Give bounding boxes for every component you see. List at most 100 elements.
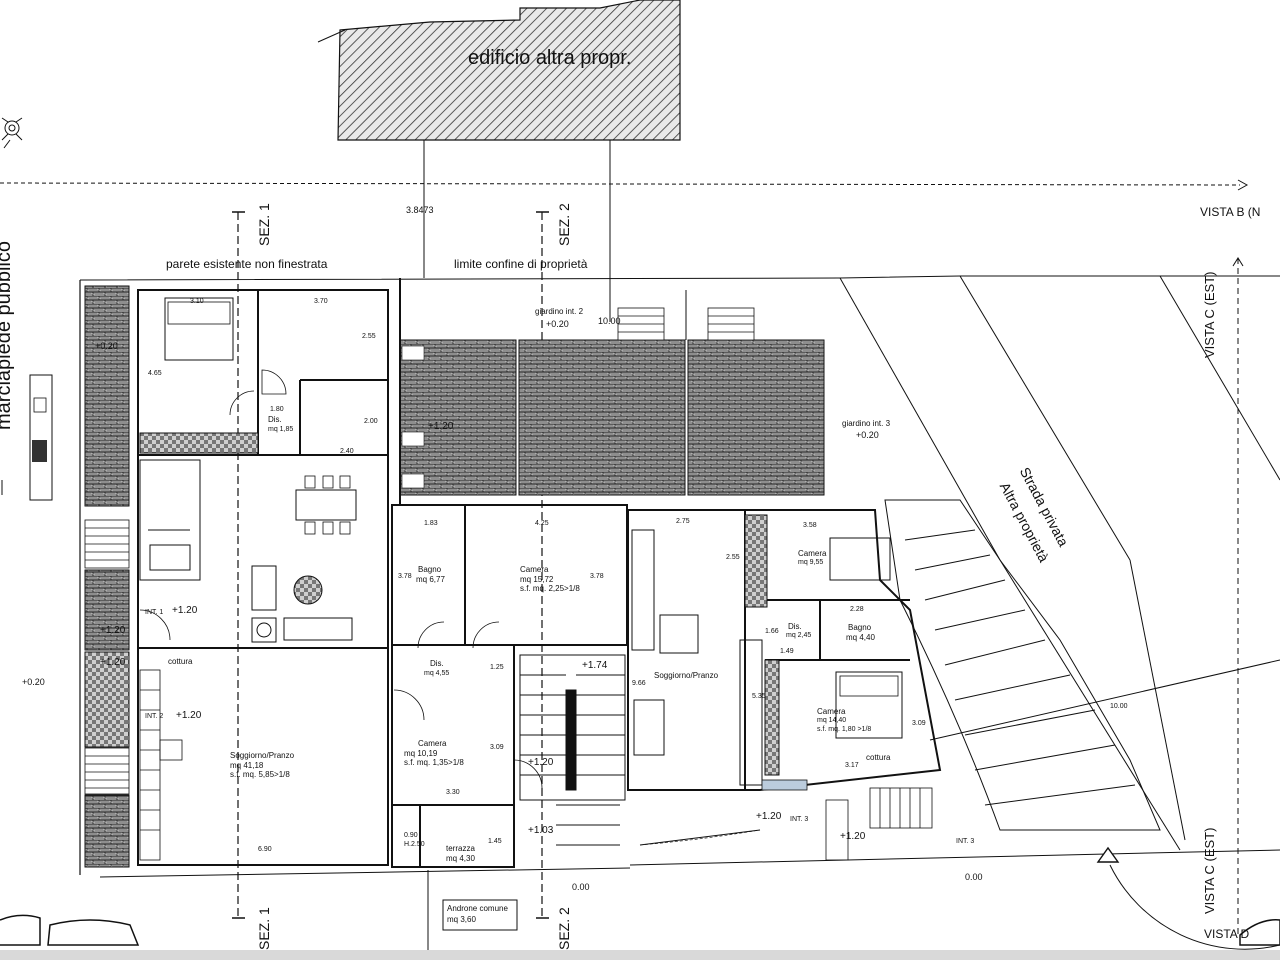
garden-2-label: giardino int. 2 [535, 307, 584, 316]
room-camera-4: Camera [817, 707, 846, 716]
room-dis-3: Dis. [788, 622, 802, 631]
dim-309-b: 3.09 [912, 720, 926, 727]
terrazza-area: mq 4,30 [446, 854, 475, 863]
person-icon [1, 117, 23, 149]
left-ground-level: +0.20 [22, 677, 45, 687]
dim-240: 2.40 [340, 448, 354, 455]
room-bagno-1: Bagno [418, 565, 442, 574]
level-174: +1.74 [582, 660, 608, 671]
androne-label: Androne comune [447, 904, 508, 913]
level-000-b: 0.00 [965, 872, 983, 882]
cottura-2: cottura [866, 753, 891, 762]
room-camera-2-sf: s.f. mq. 1,35>1/8 [404, 758, 464, 767]
room-bagno-1-area: mq 6,77 [416, 575, 445, 584]
room-camera-2-area: mq 10,19 [404, 749, 438, 758]
dim-h250: H.2.50 [404, 841, 425, 848]
dim-330: 3.30 [446, 789, 460, 796]
level-120-stair: +1.20 [528, 757, 554, 768]
dim-317: 3.17 [845, 762, 859, 769]
dim-310: 3.10 [190, 298, 204, 305]
entrance-int1: INT. 1 [145, 609, 164, 616]
dim-255: 2.55 [362, 333, 376, 340]
dim-378-b: 3.78 [590, 573, 604, 580]
room-soggiorno-1-area: mq 41,18 [230, 761, 264, 770]
room-camera-1-sf: s.f. mq. 2,25>1/8 [520, 584, 580, 593]
view-c-top-label: VISTA C (EST) [1202, 271, 1217, 358]
dim-228: 2.28 [850, 606, 864, 613]
dim-090: 0.90 [404, 832, 418, 839]
level-120-right-a: +1.20 [756, 811, 782, 822]
cottura-1: cottura [168, 657, 193, 666]
room-dis-1-area: mq 1,85 [268, 426, 294, 433]
dim-358: 3.58 [803, 522, 817, 529]
dim-465: 4.65 [148, 370, 162, 377]
dim-1000-road: 10.00 [1110, 703, 1128, 710]
room-bagno-2-area: mq 4,40 [846, 633, 875, 642]
room-bagno-2: Bagno [848, 623, 872, 632]
room-dis-1: Dis. [268, 415, 282, 424]
level-120-right-b: +1.20 [840, 831, 866, 842]
dim-183: 1.83 [424, 520, 438, 527]
dim-690: 6.90 [258, 846, 272, 853]
room-camera-3: Camera [798, 549, 827, 558]
view-d-label: VISTA D [1204, 927, 1250, 941]
level-120-court: +1.20 [428, 421, 454, 432]
dim-425: 4.25 [535, 520, 549, 527]
level-103: +1.03 [528, 825, 554, 836]
dim-275: 2.75 [676, 518, 690, 525]
garden-3-label: giardino int. 3 [842, 419, 891, 428]
level-020-strip: +0.20 [95, 341, 118, 351]
room-camera-4-sf: s.f. mq. 1,80 >1/8 [817, 726, 872, 733]
dim-255-b: 2.55 [726, 554, 740, 561]
view-b-label: VISTA B (N [1200, 205, 1261, 219]
section-2-top-label: SEZ. 2 [556, 203, 572, 246]
garden-2-level: +0.20 [546, 319, 569, 329]
level-000-a: 0.00 [572, 882, 590, 892]
level-120-strip-a: +1.20 [100, 625, 126, 636]
dim-370: 3.70 [314, 298, 328, 305]
room-dis-2: Dis. [430, 659, 444, 668]
section-1-bottom-label: SEZ. 1 [256, 907, 272, 950]
room-camera-2: Camera [418, 739, 447, 748]
entrance-int3-b: INT. 3 [956, 838, 975, 845]
property-limit-label: limite confine di proprietà [454, 257, 588, 271]
entrance-int3-a: INT. 3 [790, 816, 809, 823]
level-120-int1: +1.20 [172, 605, 198, 616]
entrance-int2: INT. 2 [145, 713, 164, 720]
room-soggiorno-1-sf: s.f. mq. 5,85>1/8 [230, 770, 290, 779]
dim-166: 1.66 [765, 628, 779, 635]
dim-180: 1.80 [270, 406, 284, 413]
section-2-bottom-label: SEZ. 2 [556, 907, 572, 950]
dim-200: 2.00 [364, 418, 378, 425]
existing-wall-label: parete esistente non finestrata [166, 257, 328, 271]
room-soggiorno-1: Soggiorno/Pranzo [230, 751, 295, 760]
dimension-1000-top: 10.00 [598, 316, 621, 326]
room-camera-3-area: mq 9,55 [798, 559, 824, 566]
sidewalk-label: marciapiede pubblico [0, 240, 15, 430]
dim-145: 1.45 [488, 838, 502, 845]
room-dis-2-area: mq 4,55 [424, 670, 450, 677]
level-120-strip-b: +1.20 [100, 657, 126, 668]
garden-3-level: +0.20 [856, 430, 879, 440]
bottom-scroll-bar[interactable] [0, 950, 1280, 960]
terrazza-label: terrazza [446, 844, 475, 853]
room-soggiorno-2: Soggiorno/Pranzo [654, 671, 719, 680]
dim-378-a: 3.78 [398, 573, 412, 580]
dim-309-a: 3.09 [490, 744, 504, 751]
room-camera-4-area: mq 14,40 [817, 717, 847, 724]
androne-area: mq 3,60 [447, 915, 476, 924]
dim-125: 1.25 [490, 664, 504, 671]
view-c-bottom-label: VISTA C (EST) [1202, 827, 1217, 914]
dim-966: 9.66 [632, 680, 646, 687]
section-1-top-label: SEZ. 1 [256, 203, 272, 246]
dim-149: 1.49 [780, 648, 794, 655]
neighbour-building-label: edificio altra propr. [468, 47, 632, 69]
room-camera-1-area: mq 15,72 [520, 575, 554, 584]
room-camera-1: Camera [520, 565, 549, 574]
neighbour-building [337, 0, 681, 141]
level-120-int2: +1.20 [176, 710, 202, 721]
view-triangle-icon [1096, 846, 1120, 863]
dim-535: 5.35 [752, 693, 766, 700]
room-dis-3-area: mq 2,45 [786, 632, 812, 639]
